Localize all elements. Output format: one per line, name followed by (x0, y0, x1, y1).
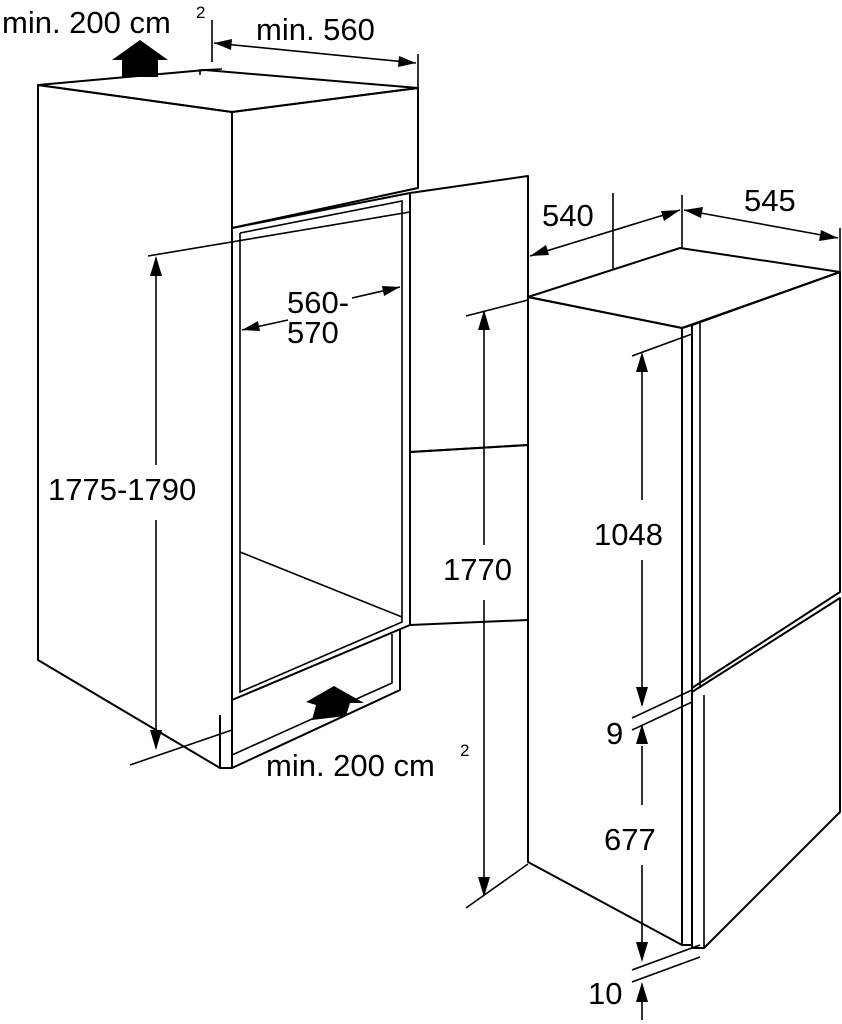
label-vent-top-sup: 2 (196, 3, 205, 22)
dim-appliance-depth (527, 193, 681, 297)
dim-appliance-width (681, 195, 841, 272)
niche-plinth-inner (231, 634, 393, 757)
niche-door-panel (409, 175, 529, 453)
dim-niche-height (129, 211, 411, 766)
dim-inner-width (241, 286, 401, 331)
niche-door-panel-lower (409, 444, 529, 626)
appliance-lower-door (691, 597, 841, 949)
niche-opening-inner (239, 200, 403, 694)
label-appliance-depth: 540 (542, 198, 594, 233)
label-door-gap: 9 (606, 716, 623, 751)
label-inner-width: 560- (287, 285, 349, 320)
label-vent-bottom-sup: 2 (460, 741, 469, 760)
label-vent-bottom-area: min. 200 cm (266, 748, 435, 783)
label-vent-top-area: min. 200 cm (2, 5, 171, 40)
dim-niche-width (211, 20, 419, 90)
label-niche-width: min. 560 (256, 12, 375, 47)
dim-appliance-height (465, 299, 529, 909)
niche-upper-block (231, 87, 419, 229)
appliance-upper-door (691, 271, 841, 689)
label-appliance-width: 545 (744, 183, 796, 218)
label-base-gap: 10 (588, 976, 622, 1011)
label-inner-width-2: 570 (287, 315, 339, 350)
appliance-front-edge (681, 324, 693, 946)
vent-bottom-arrow-icon (306, 686, 364, 720)
label-lower-door: 677 (604, 822, 656, 857)
vent-top-arrow-icon (112, 40, 168, 77)
niche-plinth (219, 630, 401, 769)
label-upper-door: 1048 (594, 517, 663, 552)
niche-cabinet (37, 68, 529, 769)
niche-floor-line (239, 551, 403, 618)
label-appliance-height: 1770 (443, 552, 512, 587)
niche-top-lip (199, 68, 223, 75)
niche-left-panel (37, 84, 233, 769)
label-niche-height: 1775-1790 (48, 472, 196, 507)
dim-door-heights (631, 333, 701, 1020)
niche-top-panel (37, 69, 419, 113)
niche-opening-frame (231, 192, 411, 701)
appliance (527, 247, 841, 949)
